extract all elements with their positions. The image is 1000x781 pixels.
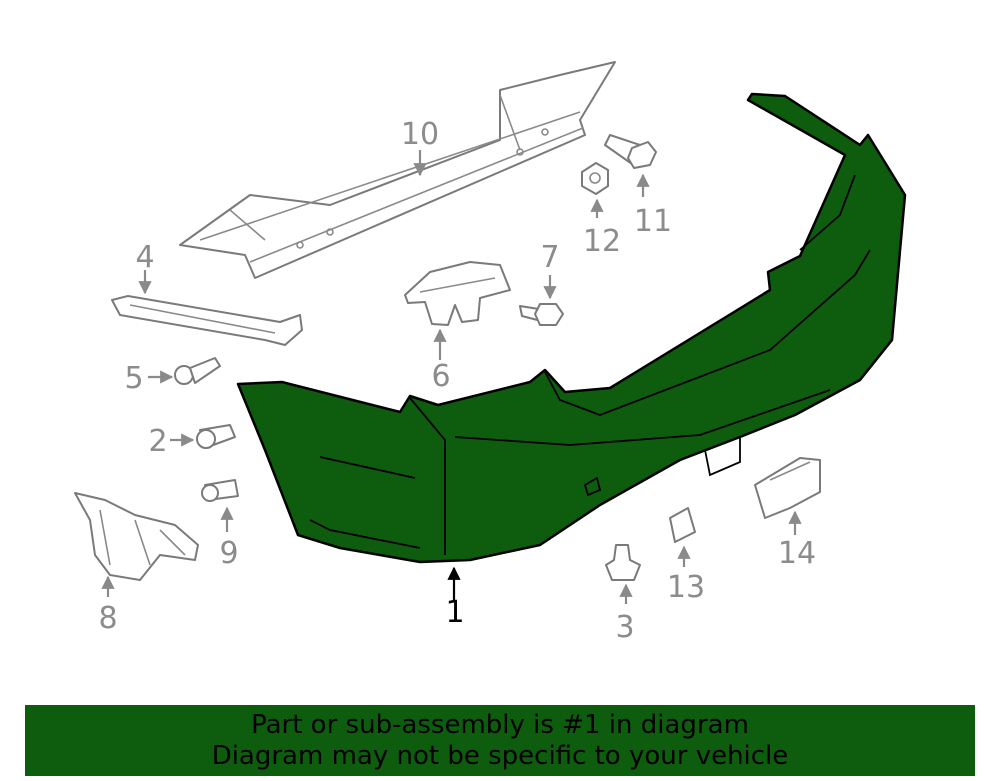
callout-12: 12	[583, 224, 621, 259]
callout-1: 1	[445, 595, 464, 630]
part-1-bumper-cover[interactable]	[236, 92, 907, 564]
banner-line-1: Part or sub-assembly is #1 in diagram	[251, 709, 749, 740]
callout-7: 7	[540, 240, 559, 275]
part-10-reinforcement-beam[interactable]	[179, 61, 616, 279]
part-6-bracket[interactable]	[404, 261, 511, 326]
part-13-cap[interactable]	[669, 507, 696, 543]
callout-6: 6	[431, 359, 450, 394]
callout-14: 14	[778, 536, 816, 571]
part-12-nut[interactable]	[581, 162, 609, 195]
part-8-side-bracket[interactable]	[74, 492, 199, 581]
callout-5: 5	[124, 361, 143, 396]
part-5-clip[interactable]	[174, 357, 221, 385]
part-2-fastener[interactable]	[196, 424, 236, 449]
part-4-bracket[interactable]	[111, 295, 303, 346]
callout-8: 8	[98, 601, 117, 636]
part-3-clip[interactable]	[605, 544, 641, 581]
callout-3: 3	[615, 610, 634, 645]
callout-10: 10	[401, 117, 439, 152]
part-9-fastener[interactable]	[201, 479, 239, 502]
callout-2: 2	[148, 424, 167, 459]
callout-11: 11	[634, 204, 672, 239]
callout-4: 4	[135, 240, 154, 275]
callout-13: 13	[667, 570, 705, 605]
callout-9: 9	[219, 536, 238, 571]
banner-line-2: Diagram may not be specific to your vehi…	[211, 740, 789, 771]
part-7-bolt[interactable]	[519, 303, 564, 326]
info-banner: Part or sub-assembly is #1 in diagram Di…	[25, 705, 975, 776]
part-14-cover[interactable]	[754, 457, 821, 519]
parts-diagram: 10 11 12 4 5 2 9	[74, 61, 907, 645]
part-11-bolt[interactable]	[604, 134, 657, 169]
